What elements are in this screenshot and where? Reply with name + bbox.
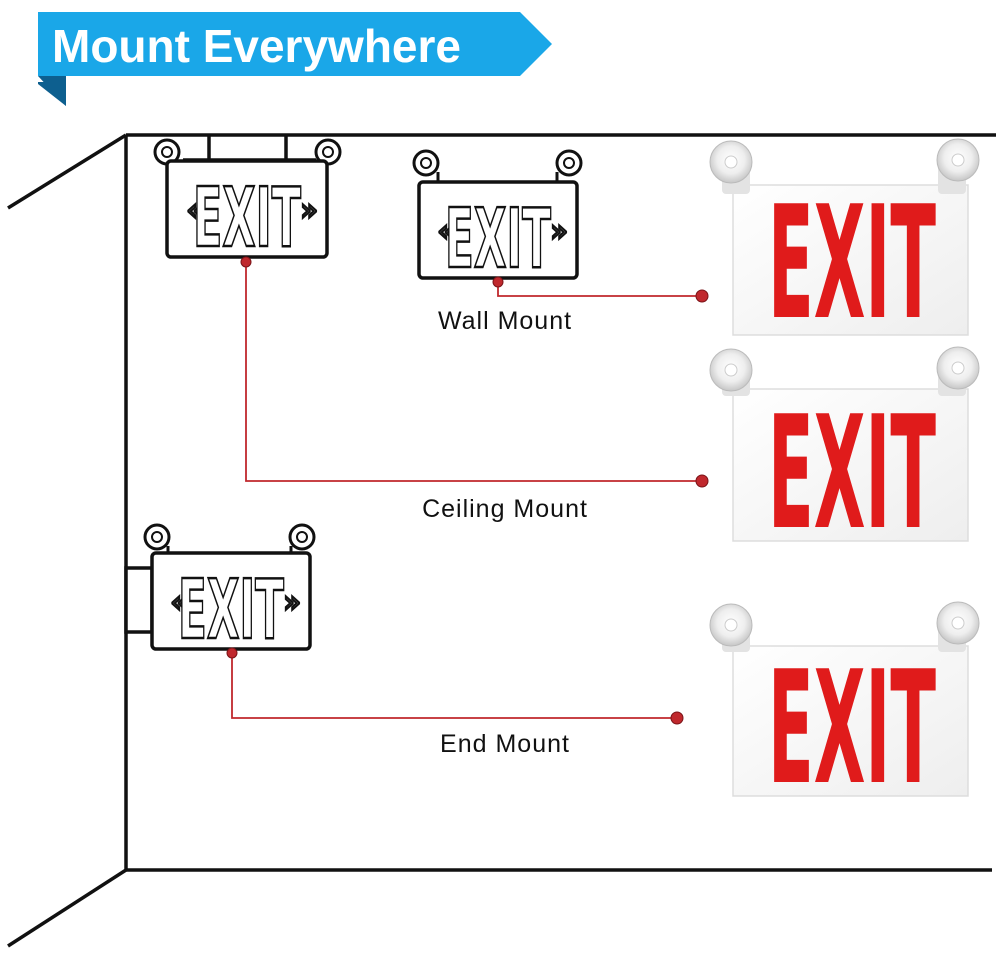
ceiling-connector-line <box>245 262 702 482</box>
connector-dot <box>240 256 252 268</box>
product-exit-text: EXIT <box>768 172 936 354</box>
product-exit-text: EXIT <box>768 637 936 819</box>
ceiling-edge-left <box>7 133 127 210</box>
chevron-right-icon: » <box>300 193 318 228</box>
product-panel <box>732 388 969 542</box>
sign-exit-text: EXIT <box>193 171 301 266</box>
floor-edge-left <box>7 868 127 948</box>
banner-title: Mount Everywhere <box>52 20 461 72</box>
connector-dot <box>695 474 709 488</box>
connector-dot <box>226 647 238 659</box>
connector-dot <box>492 276 504 288</box>
wall-mount-sign: « » EXIT <box>412 149 583 288</box>
end-connector-line <box>231 653 677 719</box>
ceiling-mount-sign: « » EXIT <box>153 135 342 267</box>
room-outline <box>7 133 996 948</box>
wall-mount-label: Wall Mount <box>438 307 572 335</box>
product-panel <box>732 184 969 336</box>
sign-exit-text: EXIT <box>178 563 284 658</box>
product-sign-end: EXIT <box>709 601 980 819</box>
product-panel <box>732 645 969 797</box>
product-sign-ceiling: EXIT <box>709 346 980 564</box>
end-mount-sign: « » EXIT <box>124 523 316 659</box>
sign-exit-text: EXIT <box>445 192 551 287</box>
chevron-right-icon: » <box>283 585 301 620</box>
banner: Mount Everywhere <box>38 12 552 106</box>
connector-dot <box>670 711 684 725</box>
chevron-left-icon: « <box>170 585 188 620</box>
led-icon <box>951 616 965 630</box>
product-exit-text: EXIT <box>768 382 936 564</box>
led-icon <box>951 153 965 167</box>
connector-dot <box>695 289 709 303</box>
ceiling-mount-label: Ceiling Mount <box>422 495 588 523</box>
lamp-lens-icon <box>151 531 163 543</box>
banner-ribbon <box>38 12 552 76</box>
lamp-lens-icon <box>563 157 575 169</box>
led-icon <box>724 155 738 169</box>
lamp-lens-icon <box>161 146 173 158</box>
lamp-lens-icon <box>322 146 334 158</box>
lamp-lens-icon <box>296 531 308 543</box>
led-icon <box>951 361 965 375</box>
end-mount-label: End Mount <box>440 730 570 758</box>
chevron-left-icon: « <box>186 193 204 228</box>
led-icon <box>724 618 738 632</box>
led-icon <box>724 363 738 377</box>
banner-shadow <box>38 76 66 106</box>
end-bracket <box>124 566 154 634</box>
lamp-lens-icon <box>420 157 432 169</box>
chevron-right-icon: » <box>550 214 568 249</box>
chevron-left-icon: « <box>437 214 455 249</box>
connector-dots <box>226 256 709 725</box>
product-sign-wall: EXIT <box>709 138 980 354</box>
